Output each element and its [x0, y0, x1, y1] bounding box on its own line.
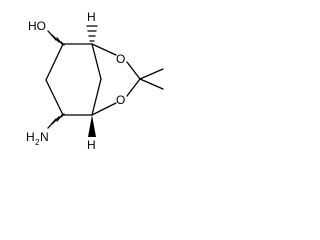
atom-amine-n: N	[40, 130, 49, 144]
atom-amine-h: H	[26, 130, 35, 144]
wedge-bond-h-bottom	[88, 115, 96, 137]
atom-amine-subscript: 2	[35, 138, 40, 147]
bond-methyl-1	[139, 68, 164, 80]
bond-methyl-2	[139, 78, 164, 90]
bond-o-top-cq	[126, 61, 141, 80]
chemical-structure-diagram: HO O O H H H 2 N	[26, 10, 164, 152]
bond-c1-c6	[45, 43, 64, 81]
hashed-bond-amine	[47, 113, 65, 129]
bond-c4-o-bottom	[91, 102, 117, 116]
atom-hydrogen-bottom: H	[87, 138, 96, 152]
atom-oxygen-top: O	[116, 52, 125, 66]
bond-o-bottom-cq	[126, 78, 141, 97]
atom-oxygen-bottom: O	[116, 93, 125, 107]
hashed-bond-hydroxyl	[47, 30, 65, 46]
atom-amine: H 2 N	[26, 130, 49, 147]
bond-c2-o-top	[91, 43, 117, 56]
bond-c5-c1	[45, 79, 64, 116]
atom-hydrogen-top: H	[87, 10, 96, 24]
hashed-bond-h-top	[86, 25, 98, 42]
atom-hydroxyl: HO	[28, 19, 46, 33]
bond-c3-c4	[91, 78, 102, 116]
bond-c2-c3	[91, 43, 102, 80]
